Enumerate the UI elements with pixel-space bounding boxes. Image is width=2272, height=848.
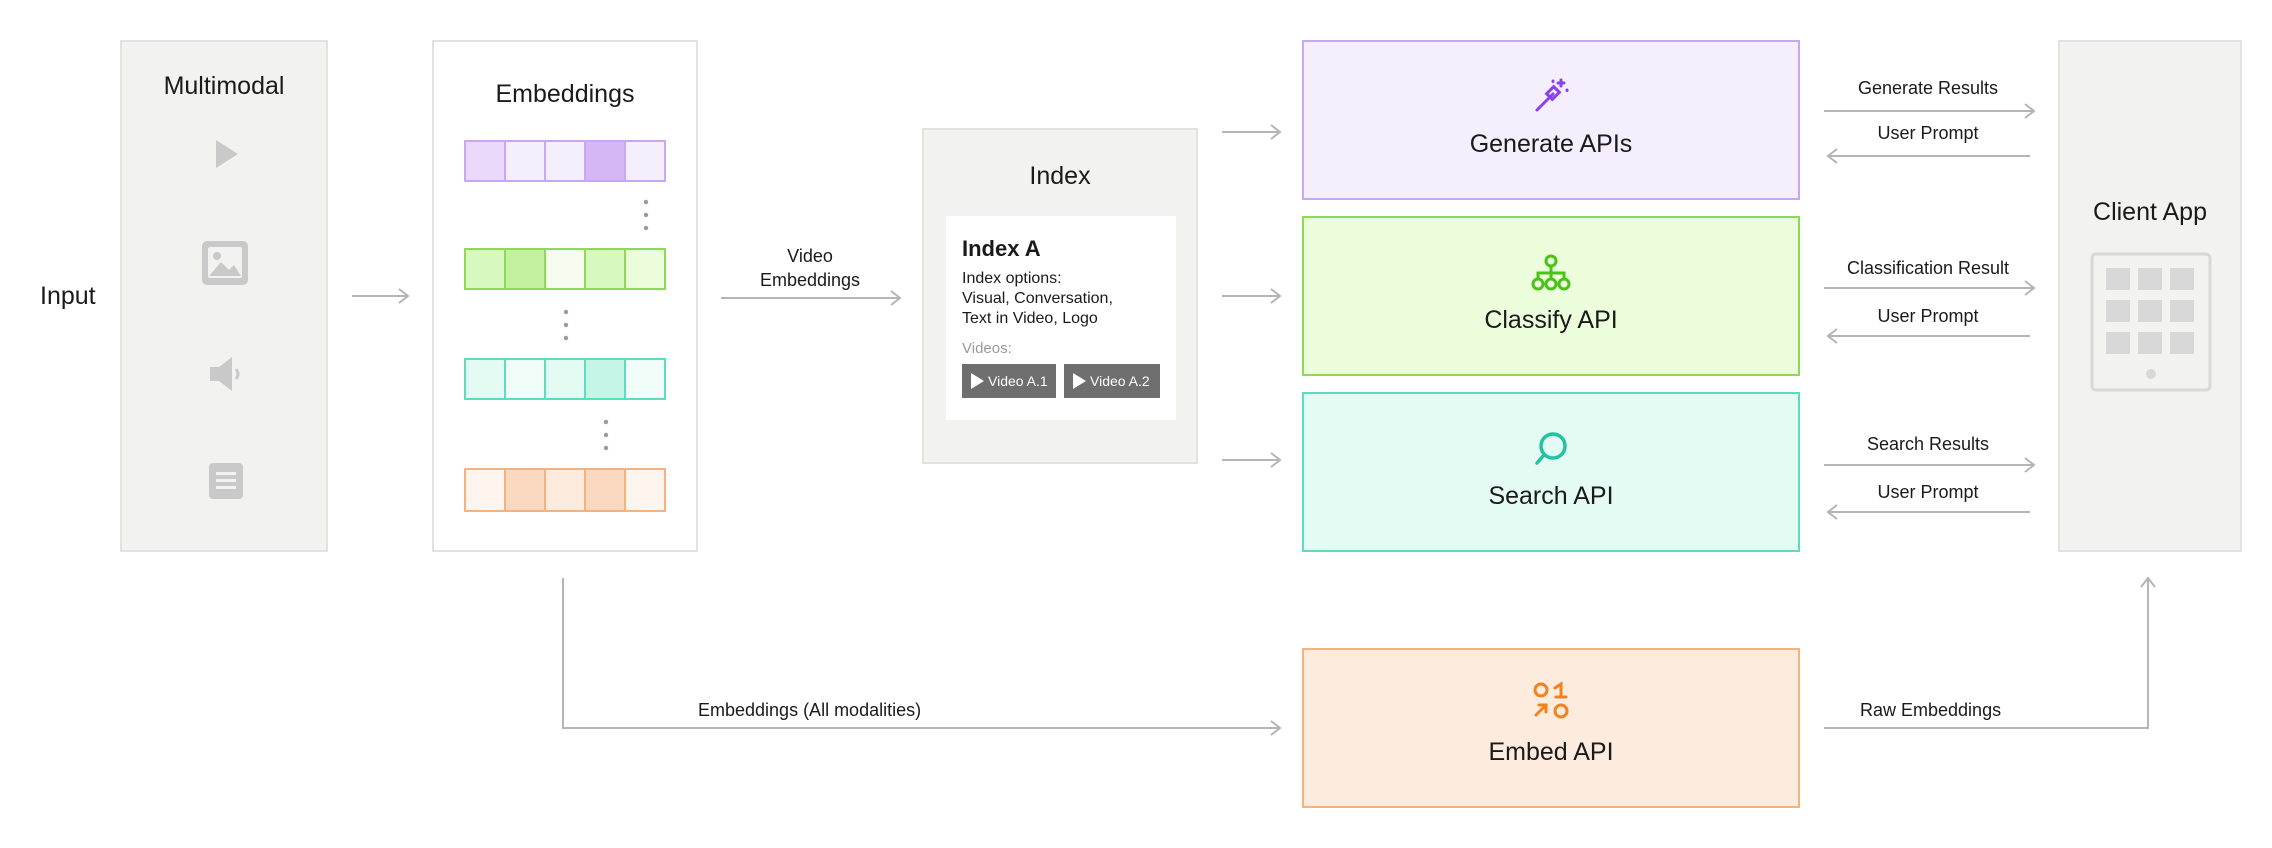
index-options-line3: Text in Video, Logo bbox=[962, 310, 1098, 327]
vector-cell bbox=[584, 248, 626, 290]
generate-api-title: Generate APIs bbox=[1469, 130, 1633, 158]
video-button-a1[interactable]: Video A.1 bbox=[962, 364, 1056, 398]
generate-results-label: Generate Results bbox=[1857, 78, 1999, 98]
multimodal-panel: Multimodal bbox=[120, 40, 328, 552]
vector-cell bbox=[544, 140, 586, 182]
vector-cell bbox=[624, 358, 666, 400]
index-panel: Index Index A Index options: Visual, Con… bbox=[922, 128, 1198, 464]
index-card-title: Index A bbox=[962, 236, 1041, 261]
play-icon bbox=[216, 140, 238, 168]
multimodal-title: Multimodal bbox=[163, 72, 285, 100]
embedding-vector-orange bbox=[464, 468, 666, 512]
input-label: Input bbox=[40, 282, 96, 310]
client-app-panel: Client App bbox=[2058, 40, 2242, 552]
vector-cell bbox=[624, 248, 666, 290]
embedding-vector-teal bbox=[464, 358, 666, 400]
vector-cell bbox=[504, 140, 546, 182]
image-icon bbox=[202, 241, 248, 285]
embeddings-title: Embeddings bbox=[495, 80, 635, 108]
document-icon bbox=[209, 463, 243, 499]
embed-api-box[interactable]: Embed API bbox=[1302, 648, 1800, 808]
raw-embeddings-label: Raw Embeddings bbox=[1860, 700, 2002, 720]
generate-api-box[interactable]: Generate APIs bbox=[1302, 40, 1800, 200]
index-options-line2: Visual, Conversation, bbox=[962, 290, 1113, 307]
vector-cell bbox=[624, 468, 666, 512]
video-button-label: Video A.2 bbox=[1090, 373, 1150, 389]
ellipsis-dots bbox=[563, 309, 569, 341]
client-app-title: Client App bbox=[2093, 198, 2207, 226]
vector-cell bbox=[584, 358, 626, 400]
binary-icon bbox=[1533, 681, 1569, 719]
embeddings-all-modalities-label: Embeddings (All modalities) bbox=[698, 700, 922, 720]
video-embeddings-line1: Video bbox=[787, 246, 833, 266]
play-icon bbox=[971, 373, 984, 389]
embedding-vector-green bbox=[464, 248, 666, 290]
user-prompt-search-label: User Prompt bbox=[1877, 482, 1979, 502]
hierarchy-icon bbox=[1531, 254, 1571, 291]
vector-cell bbox=[544, 248, 586, 290]
video-button-a2[interactable]: Video A.2 bbox=[1064, 364, 1160, 398]
video-embeddings-label: Video Embeddings bbox=[740, 244, 880, 292]
embedding-vector-purple bbox=[464, 140, 666, 182]
vector-cell bbox=[544, 468, 586, 512]
user-prompt-generate-label: User Prompt bbox=[1877, 123, 1979, 143]
index-card: Index A Index options: Visual, Conversat… bbox=[946, 216, 1176, 420]
embeddings-panel: Embeddings bbox=[432, 40, 698, 552]
embed-api-title: Embed API bbox=[1488, 738, 1614, 766]
vector-cell bbox=[464, 468, 506, 512]
vector-cell bbox=[504, 468, 546, 512]
videos-label: Videos: bbox=[962, 340, 1012, 357]
speaker-icon bbox=[210, 357, 240, 391]
search-api-box[interactable]: Search API bbox=[1302, 392, 1800, 552]
vector-cell bbox=[464, 248, 506, 290]
index-title: Index bbox=[1029, 162, 1091, 190]
search-icon bbox=[1535, 432, 1567, 465]
search-api-title: Search API bbox=[1488, 482, 1614, 510]
vector-cell bbox=[464, 140, 506, 182]
vector-cell bbox=[584, 468, 626, 512]
classification-result-label: Classification Result bbox=[1846, 258, 2010, 278]
index-options-line1: Index options: bbox=[962, 270, 1062, 287]
classify-api-box[interactable]: Classify API bbox=[1302, 216, 1800, 376]
user-prompt-classify-label: User Prompt bbox=[1877, 306, 1979, 326]
video-button-label: Video A.1 bbox=[988, 373, 1048, 389]
vector-cell bbox=[544, 358, 586, 400]
ellipsis-dots bbox=[643, 199, 649, 231]
search-results-label: Search Results bbox=[1866, 434, 1990, 454]
vector-cell bbox=[504, 358, 546, 400]
vector-cell bbox=[584, 140, 626, 182]
classify-api-title: Classify API bbox=[1484, 306, 1618, 334]
ellipsis-dots bbox=[603, 419, 609, 451]
vector-cell bbox=[624, 140, 666, 182]
tablet-icon bbox=[2090, 252, 2212, 392]
magic-wand-icon bbox=[1535, 78, 1569, 112]
vector-cell bbox=[504, 248, 546, 290]
play-icon bbox=[1073, 373, 1086, 389]
vector-cell bbox=[464, 358, 506, 400]
video-embeddings-line2: Embeddings bbox=[759, 270, 861, 290]
